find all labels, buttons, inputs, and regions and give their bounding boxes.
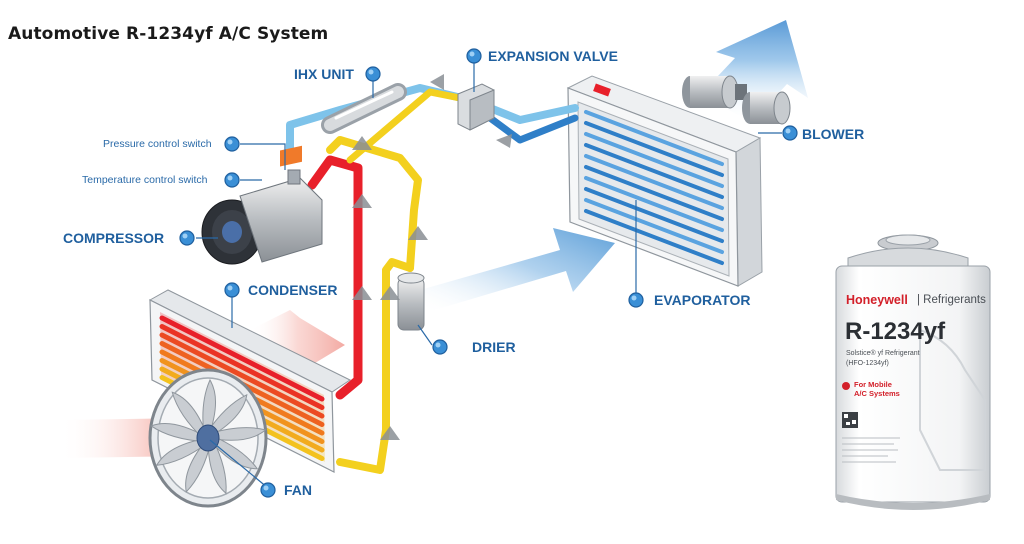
evaporator-coil — [584, 176, 724, 232]
callout-dot-highlight — [227, 175, 233, 181]
evaporator-coil — [584, 165, 724, 221]
can-brand: Honeywell — [846, 293, 908, 307]
callout-dot — [432, 339, 448, 355]
evaporator-coil — [584, 132, 724, 188]
fan-blade — [205, 393, 248, 439]
can-line3: For Mobile — [854, 380, 892, 389]
label-temperature-control-switch: Temperature control switch — [82, 174, 208, 186]
condenser-tube — [159, 324, 325, 410]
callout-dot-highlight — [368, 69, 374, 75]
can-line1: Solstice® yf Refrigerant — [846, 350, 920, 357]
can-brand-suffix: | Refrigerants — [917, 294, 986, 306]
callout-dot — [224, 172, 240, 188]
callout-dot-highlight — [785, 128, 791, 134]
fan-blade — [207, 434, 259, 470]
callout-dot — [260, 482, 276, 498]
fan-blade — [185, 437, 212, 493]
line-flow-arrows — [352, 74, 512, 440]
callout-dot-highlight — [435, 342, 441, 348]
condenser-tube — [159, 332, 325, 419]
expansion-valve — [457, 83, 495, 131]
label-blower: BLOWER — [802, 126, 865, 142]
fan-blade — [171, 391, 209, 440]
evaporator-coil — [584, 187, 724, 243]
evaporator-coil — [584, 209, 724, 265]
callout-dot-highlight — [182, 233, 188, 239]
page-title: Automotive R-1234yf A/C System — [8, 24, 329, 44]
callout-dot-highlight — [469, 51, 475, 57]
callout-dot-highlight — [263, 485, 269, 491]
compressor — [201, 145, 323, 265]
callout-dot — [224, 136, 240, 152]
fan-blade — [150, 423, 209, 443]
callout-dots — [179, 48, 798, 498]
label-drier: DRIER — [472, 339, 516, 355]
label-evaporator: EVAPORATOR — [654, 292, 751, 308]
label-fan: FAN — [284, 482, 312, 498]
drier — [397, 272, 425, 331]
fan — [148, 368, 268, 508]
callout-dot-highlight — [631, 295, 637, 301]
condenser-tube — [159, 315, 325, 402]
callout-dot — [224, 282, 240, 298]
ihx-unit — [321, 83, 407, 134]
label-compressor: COMPRESSOR — [63, 230, 165, 246]
can-line4: A/C Systems — [854, 389, 900, 398]
fan-blade — [202, 378, 216, 439]
fan-blade — [207, 437, 227, 495]
evaporator — [566, 75, 763, 287]
blower — [682, 75, 791, 125]
refrigerant-lines — [286, 84, 579, 474]
callout-dot — [628, 292, 644, 308]
evaporator-coil — [584, 143, 724, 199]
label-expansion-valve: EXPANSION VALVE — [488, 48, 618, 64]
label-pressure-control-switch: Pressure control switch — [103, 138, 212, 150]
evaporator-coil — [584, 121, 724, 177]
evaporator-coil — [584, 110, 724, 166]
fan-blade — [155, 437, 209, 466]
evaporator-coil — [584, 198, 724, 254]
label-condenser: CONDENSER — [248, 282, 338, 298]
fan-blade — [207, 427, 267, 441]
callout-dot — [365, 66, 381, 82]
callout-dot — [782, 125, 798, 141]
evaporator-coils — [584, 110, 724, 265]
cold-air-arrow — [420, 228, 615, 312]
callout-dot-highlight — [227, 285, 233, 291]
callout-dot — [466, 48, 482, 64]
callout-dot — [179, 230, 195, 246]
can-product: R-1234yf — [845, 318, 946, 345]
can-line2: (HFO-1234yf) — [846, 360, 889, 367]
label-ihx-unit: IHX UNIT — [294, 66, 354, 82]
evaporator-coil — [584, 154, 724, 210]
callout-dot-highlight — [227, 139, 233, 145]
refrigerant-can — [835, 234, 991, 510]
